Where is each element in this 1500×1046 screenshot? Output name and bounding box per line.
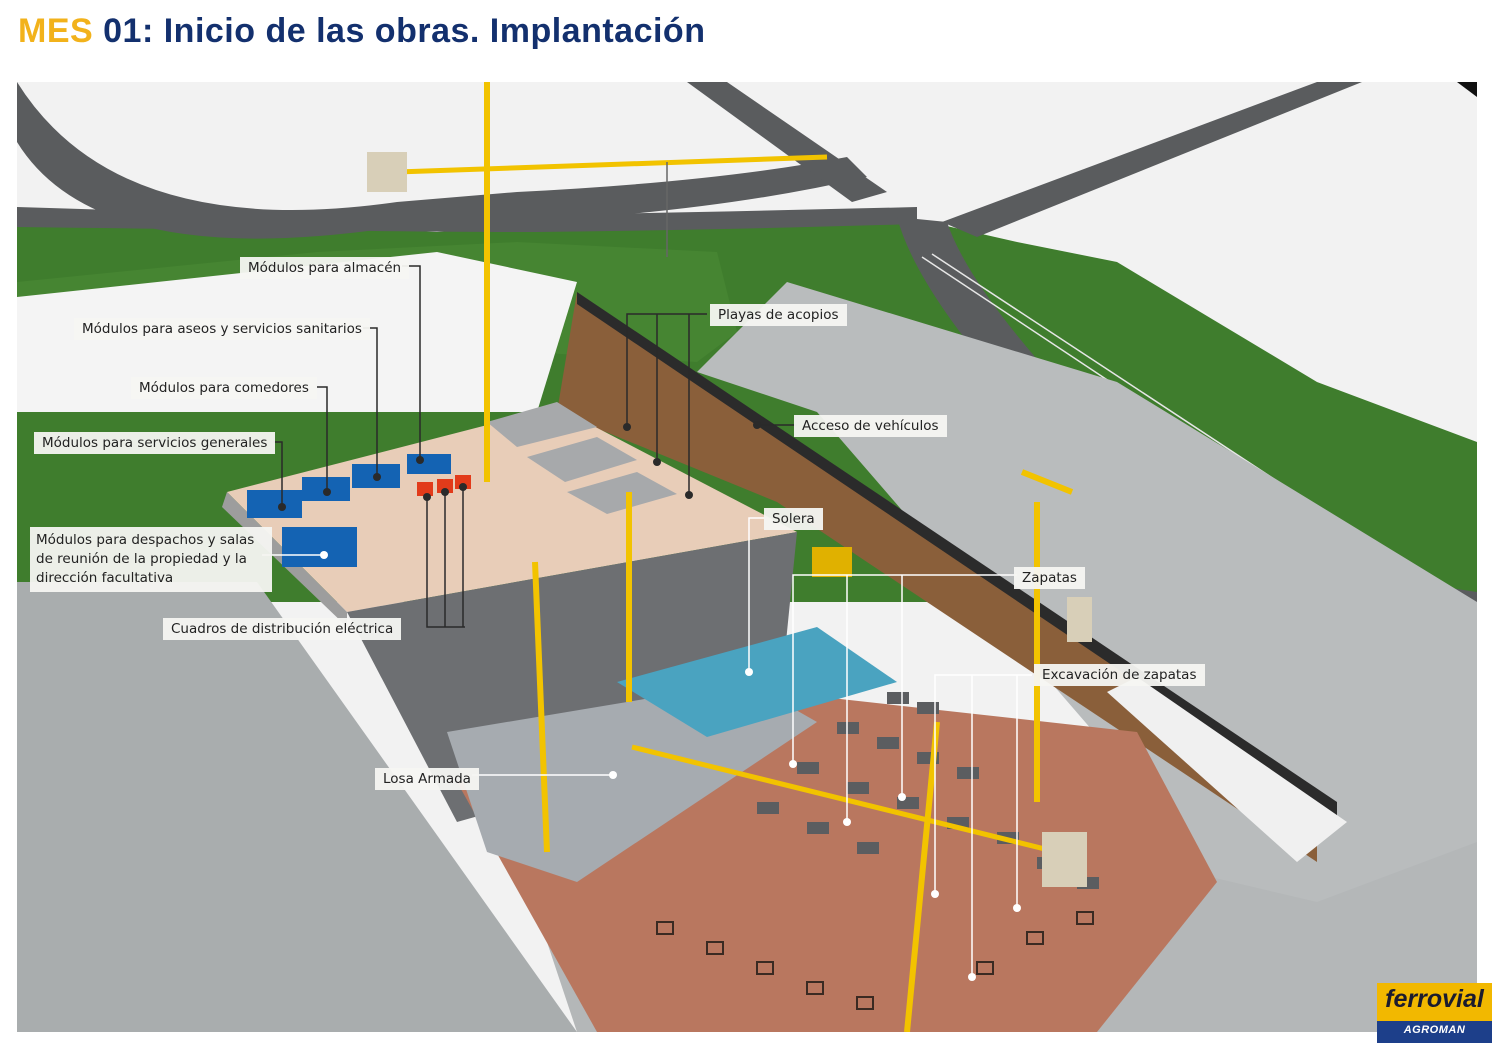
tower-crane-5	[631, 721, 1058, 1032]
right-wall	[1107, 677, 1347, 862]
road-diagonal-1	[687, 82, 887, 202]
title-text: 01: Inicio de las obras. Implantación	[103, 12, 706, 50]
road-curve-top	[17, 82, 867, 239]
road-diagonal-2	[942, 82, 1362, 237]
logo-top-band	[1377, 983, 1492, 1021]
tower-crane-1	[396, 82, 828, 482]
page-title: MES 01: Inicio de las obras. Implantació…	[18, 12, 705, 51]
callout-lines-white	[262, 517, 1032, 977]
acopio-pads	[487, 402, 677, 514]
label-losa-armada: Losa Armada	[375, 768, 479, 790]
solera-area	[617, 627, 897, 737]
label-excavacion-zapatas: Excavación de zapatas	[1034, 664, 1205, 686]
label-despachos: Módulos para despachos y salas de reunió…	[30, 527, 272, 592]
tower-crane-3	[532, 561, 550, 853]
title-month-prefix: MES	[18, 12, 94, 50]
construction-site-illustration	[17, 82, 1477, 1032]
red-electrical-panels	[417, 475, 471, 496]
pit-wall-brown	[557, 292, 1317, 862]
ground-left	[17, 582, 577, 1032]
site-platform	[227, 407, 797, 612]
label-comedores: Módulos para comedores	[131, 377, 317, 399]
label-servicios-generales: Módulos para servicios generales	[34, 432, 276, 454]
road-main	[17, 207, 917, 232]
label-zapatas: Zapatas	[1014, 567, 1085, 589]
callout-dots	[278, 421, 761, 511]
callout-dots-white	[320, 551, 1021, 981]
logo-brand-text: ferrovial	[1385, 985, 1484, 1013]
dump-truck	[812, 547, 852, 577]
label-acceso-vehiculos: Acceso de vehículos	[794, 415, 947, 437]
zapata-excavations	[656, 911, 1094, 1010]
label-cuadros-electricos: Cuadros de distribución eléctrica	[163, 618, 402, 640]
label-solera: Solera	[764, 508, 823, 530]
tower-crane-4	[1020, 469, 1074, 802]
logo-bottom-band	[1377, 1021, 1492, 1043]
ferrovial-agroman-logo: ferrovial AGROMAN	[1377, 983, 1492, 1043]
logo-sub-text: AGROMAN	[1403, 1024, 1466, 1036]
label-almacen: Módulos para almacén	[240, 257, 410, 279]
label-playas-acopios: Playas de acopios	[710, 304, 847, 326]
label-aseos: Módulos para aseos y servicios sanitario…	[74, 318, 370, 340]
